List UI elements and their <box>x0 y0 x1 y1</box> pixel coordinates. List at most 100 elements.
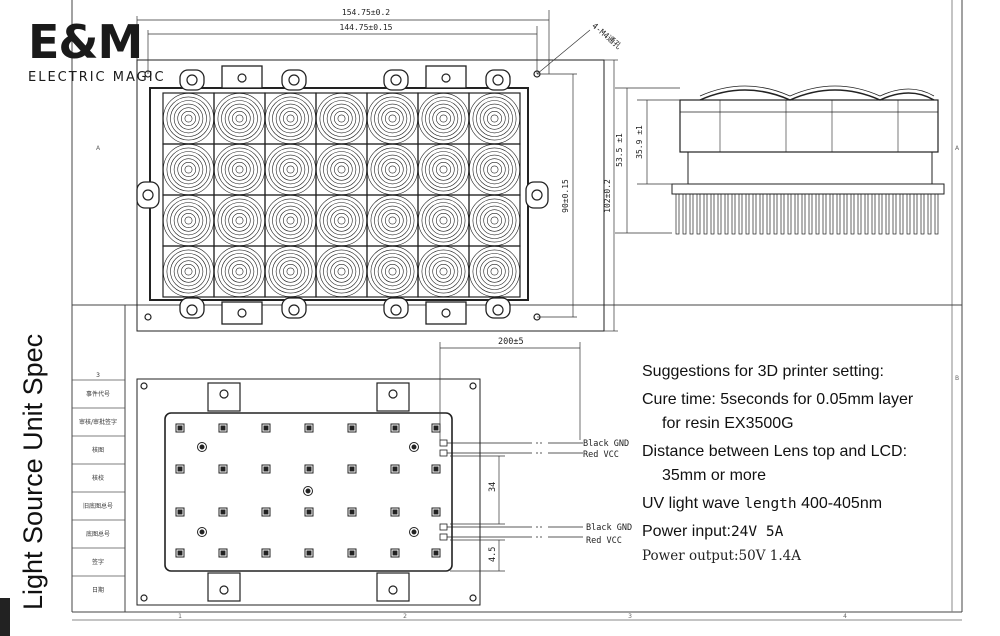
logo-subtitle: ELECTRIC MAGIC <box>28 70 166 85</box>
power-output-label: Power output: <box>642 548 739 564</box>
board-tabs <box>140 382 477 602</box>
dim-hole-pitch-width: 144.75±0.15 <box>340 23 393 32</box>
lens-cell <box>315 245 368 298</box>
lens-cell <box>417 143 470 196</box>
lens-distance: Distance between Lens top and LCD: <box>642 443 908 460</box>
corner-tab <box>0 598 10 636</box>
dim-lower-a: 34 <box>488 482 498 492</box>
board-dimensions <box>439 342 581 572</box>
dim-overall-width: 154.75±0.2 <box>342 8 390 17</box>
lens-cell <box>315 92 368 145</box>
heatsink-fin <box>745 193 750 235</box>
heatsink-fin <box>794 193 799 235</box>
dim-wire-length: 200±5 <box>498 337 524 347</box>
led-array <box>175 423 441 558</box>
zone-mark-col-4: 4 <box>843 613 847 620</box>
lens-cell <box>162 194 215 247</box>
heatsink-fin <box>675 193 680 235</box>
wire-label: Red VCC <box>586 536 622 546</box>
dim-side-height-a: 53.5 ±1 <box>615 133 624 167</box>
title-block-row: 签字 <box>92 558 104 566</box>
lens-cell <box>213 194 266 247</box>
lens-cell <box>468 143 521 196</box>
heatsink-fin <box>752 193 757 235</box>
lens-cell <box>162 245 215 298</box>
board-connectors <box>439 439 448 541</box>
lens-cell <box>366 143 419 196</box>
heatsink-fin <box>689 193 694 235</box>
brand-logo: E&M ELECTRIC MAGIC <box>28 16 188 86</box>
lens-cell <box>264 194 317 247</box>
power-output: Power output:50V 1.4A <box>642 544 982 568</box>
title-block <box>72 379 125 577</box>
zone-mark-col-3: 3 <box>628 613 632 620</box>
heatsink-fin <box>696 193 701 235</box>
side-dimensions <box>615 87 688 234</box>
title-block-row: 底图总号 <box>86 530 110 538</box>
dim-hole-note: 4-M4通孔 <box>590 21 623 51</box>
heatsink-fin <box>934 193 939 235</box>
heatsink-fin <box>773 193 778 235</box>
heatsink-fin <box>724 193 729 235</box>
title-block-row: 核校 <box>92 474 104 482</box>
dim-hole-pitch-height: 90±0.15 <box>561 179 570 213</box>
heatsink-fin <box>822 193 827 235</box>
heatsink-fin <box>850 193 855 235</box>
lens-distance-value: 35mm or more <box>662 467 767 484</box>
mount-holes <box>142 70 543 321</box>
heatsink-fin <box>885 193 890 235</box>
lens-cell <box>468 194 521 247</box>
lens-cell <box>366 92 419 145</box>
logo-mark: E&M <box>28 15 143 69</box>
zone-mark-col-2: 2 <box>403 613 407 620</box>
heatsink-fin <box>878 193 883 235</box>
dim-side-height-b: 35.9 ±1 <box>635 125 644 159</box>
heatsink-fin <box>892 193 897 235</box>
heatsink-fin <box>829 193 834 235</box>
heatsink-fin <box>899 193 904 235</box>
heatsink-fin <box>717 193 722 235</box>
heatsink-fin <box>780 193 785 235</box>
lens-cell <box>366 245 419 298</box>
cure-time: Cure time: 5seconds for 0.05mm layer <box>642 391 914 408</box>
lens-cell <box>162 143 215 196</box>
heatsink-fin <box>864 193 869 235</box>
power-output-value: 50V 1.4A <box>738 548 801 564</box>
heatsink-fin <box>738 193 743 235</box>
heatsink-fin <box>731 193 736 235</box>
top-view <box>136 59 605 332</box>
zone-mark-a-right: A <box>955 145 960 152</box>
lens-grid <box>162 92 521 298</box>
zone-mark-col-1: 1 <box>178 613 182 620</box>
lens-cell <box>468 245 521 298</box>
uv-label: UV light wave <box>642 495 745 512</box>
sheet-frame <box>71 0 963 621</box>
heatsink-fin <box>787 193 792 235</box>
lens-cell <box>213 143 266 196</box>
title-block-row: 审核/审批签字 <box>79 418 117 426</box>
lens-cell <box>213 92 266 145</box>
title-block-row: 3 <box>96 372 100 379</box>
lens-cell <box>264 143 317 196</box>
heatsink-fin <box>927 193 932 235</box>
title-block-row: 旧底图总号 <box>83 502 113 510</box>
title-block-row: 日期 <box>92 586 104 594</box>
uv-length-word: length <box>744 496 797 512</box>
heatsink-fins <box>675 193 939 235</box>
heatsink-fin <box>857 193 862 235</box>
uv-value: 400-405nm <box>796 495 883 512</box>
dim-lower-b: 4.5 <box>488 547 498 562</box>
cure-resin: for resin EX3500G <box>662 415 794 432</box>
wire-label: Red VCC <box>583 450 619 460</box>
heatsink-fin <box>815 193 820 235</box>
zone-mark-b-right: B <box>955 375 959 382</box>
board-view <box>136 378 481 606</box>
zone-mark-a: A <box>96 145 101 152</box>
wire-label: Black GND <box>583 439 629 449</box>
lens-cell <box>417 92 470 145</box>
heatsink-fin <box>808 193 813 235</box>
top-dimensions <box>136 10 618 332</box>
heatsink-fin <box>710 193 715 235</box>
title-block-row: 事件代号 <box>86 390 110 398</box>
